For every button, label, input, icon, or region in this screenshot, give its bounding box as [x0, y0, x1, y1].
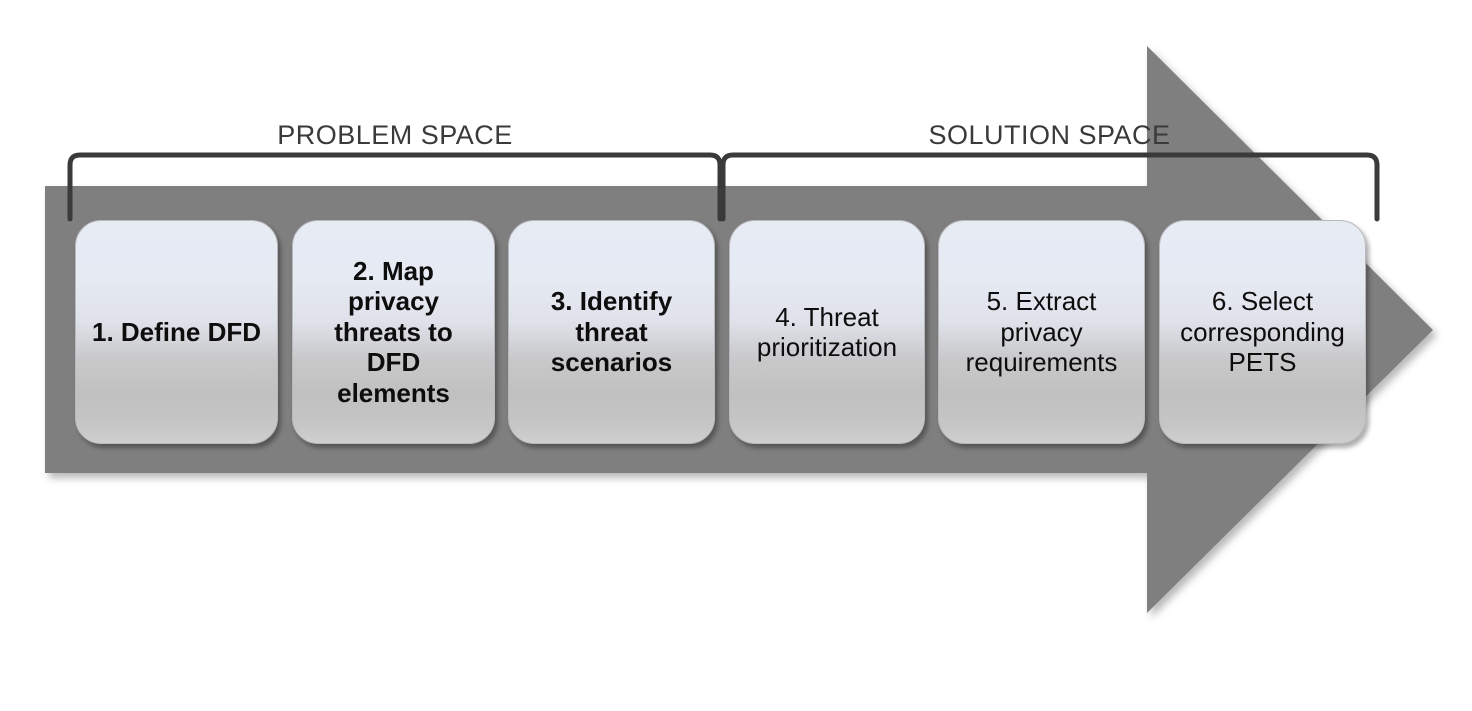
step-label: 5. Extract privacy requirements	[965, 286, 1118, 378]
phase-label-solution-space: SOLUTION SPACE	[928, 120, 1171, 150]
phase-label-problem-space: PROBLEM SPACE	[277, 120, 513, 150]
step-box-1-define-dfd[interactable]: 1. Define DFD	[75, 220, 278, 444]
step-label: 6. Select corresponding PETS	[1180, 286, 1345, 378]
step-box-2-map-privacy-threats[interactable]: 2. Map privacy threats to DFD elements	[292, 220, 495, 444]
bracket-problem-space	[67, 152, 723, 222]
step-label: 3. Identify threat scenarios	[550, 286, 673, 378]
step-label: 1. Define DFD	[91, 316, 262, 347]
step-box-6-select-corresponding-pets[interactable]: 6. Select corresponding PETS	[1159, 220, 1366, 444]
step-box-4-threat-prioritization[interactable]: 4. Threat prioritization	[729, 220, 925, 444]
step-box-3-identify-threat-scenarios[interactable]: 3. Identify threat scenarios	[508, 220, 715, 444]
step-label: 2. Map privacy threats to DFD elements	[334, 255, 453, 408]
step-label: 4. Threat prioritization	[756, 301, 898, 362]
bracket-solution-space	[720, 152, 1380, 222]
step-box-5-extract-privacy-requirements[interactable]: 5. Extract privacy requirements	[938, 220, 1145, 444]
